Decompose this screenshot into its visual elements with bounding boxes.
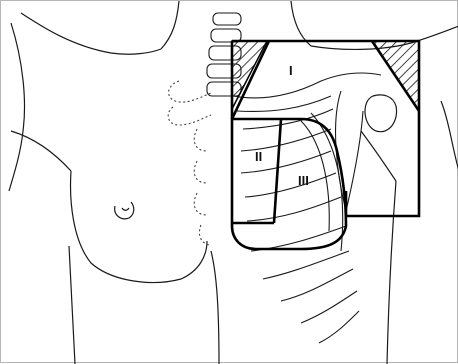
hatched-area-left (232, 41, 267, 109)
zone-II-divider (274, 119, 281, 223)
zone-label-III: III (298, 173, 309, 188)
hatched-area-right (372, 41, 419, 111)
arm-right-outer (441, 101, 458, 171)
underarm-right (361, 131, 396, 181)
zone-label-I: I (289, 63, 293, 78)
breast-left (71, 171, 207, 282)
areola-left (122, 208, 129, 210)
clavicle (233, 73, 381, 98)
dotted-sternum (168, 81, 211, 245)
neck-right (291, 1, 311, 46)
arm-left-outer (9, 23, 25, 191)
shoulder-left (21, 13, 161, 54)
ribcage (233, 73, 381, 343)
torso-right (387, 181, 396, 364)
torso-left (69, 246, 75, 364)
scapula (336, 91, 363, 211)
zone-outlines (232, 41, 419, 249)
neck-left (161, 1, 179, 49)
zone-label-II: II (255, 149, 262, 164)
humeral-head (365, 95, 397, 132)
chest-line (211, 251, 219, 364)
